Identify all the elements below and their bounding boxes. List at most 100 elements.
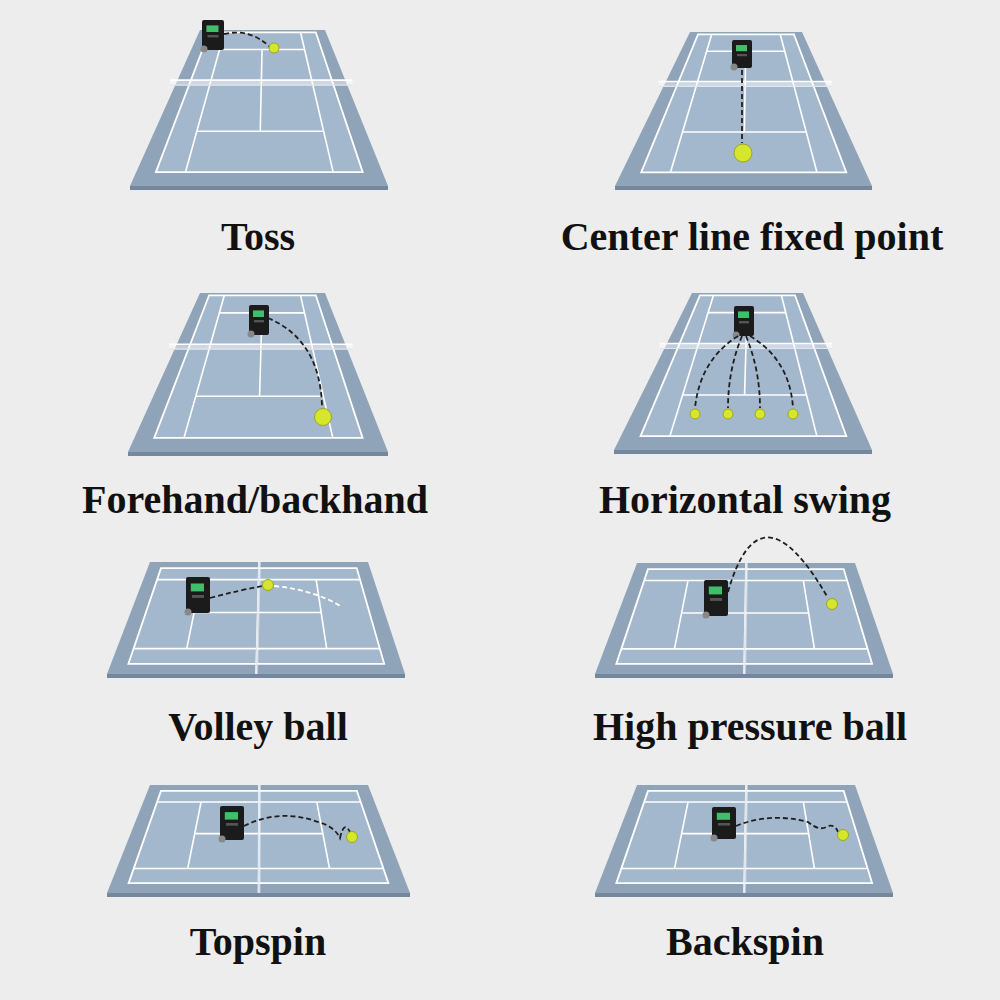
court-line [803,802,814,869]
machine-screen [738,311,749,318]
net-tape [258,785,260,893]
machine-panel [192,595,204,598]
machine-wheel [731,64,738,71]
machine-screen [191,583,204,591]
net-base [170,85,352,86]
court-edge [615,186,872,190]
mode-caption: Center line fixed point [561,217,944,257]
ball-trajectory [210,586,263,598]
ball-machine [711,807,737,842]
tennis-ball [347,832,358,843]
ball-trajectory [750,336,793,408]
net-tape [170,79,352,81]
net [744,785,748,893]
court-line [184,295,224,438]
court-line [670,34,711,172]
machine-panel [226,823,238,826]
court-line [670,295,714,436]
machine-body [186,577,210,613]
court-edge [128,452,388,456]
mode-caption: Backspin [666,922,824,962]
tennis-court [595,785,893,897]
ball-trajectory-continued [274,586,342,607]
ball-trajectory [268,318,322,406]
ball-machine [703,580,729,619]
court-ground [107,562,405,674]
ball-trajectory [244,816,350,838]
net-base [744,785,746,893]
court-line [188,802,201,869]
court-ground [614,293,872,450]
net-tape [744,785,746,893]
court-line [780,34,817,172]
court-edge [595,674,893,678]
machine-body [202,20,224,50]
machine-body [249,305,269,335]
court-edge [107,893,410,897]
tennis-court [130,30,388,190]
ball-machine [201,20,225,53]
mode-caption: Forehand/backhand [82,480,428,520]
tennis-court [614,293,872,454]
machine-panel [208,35,219,37]
machine-body [220,806,244,840]
court-surface [641,34,846,172]
tennis-ball [315,409,332,426]
net-base [169,349,352,350]
court-line [317,802,330,869]
court-line [781,295,817,436]
mode-caption: Toss [221,217,295,257]
court-line [301,295,333,438]
net-tape [256,562,259,674]
ball-machine [219,806,245,843]
ball-trajectory [695,336,738,408]
net-base [256,562,259,674]
machine-screen [709,586,722,594]
tennis-court [128,293,388,456]
ball-trajectory [728,537,828,598]
machine-body [734,306,754,336]
court-edge [614,450,872,454]
machine-panel [254,320,264,322]
court-edge [130,186,388,190]
ball-trajectory [728,336,742,408]
court-surface [641,295,847,436]
machine-screen [225,812,238,819]
tennis-ball [755,409,765,419]
court-line [674,580,688,648]
machine-screen [717,813,730,820]
ball-trajectory [746,336,760,408]
court-surface [156,32,363,172]
net-base [744,563,746,674]
tennis-ball [269,43,279,53]
court-ground [107,785,410,893]
net [744,563,748,674]
ball-trajectory [224,33,270,47]
net-base [660,348,833,349]
net [170,80,352,85]
machine-panel [710,598,722,601]
tennis-ball [827,599,838,610]
tennis-ball [838,830,849,841]
machine-wheel [703,612,710,619]
net [169,344,352,349]
net [659,81,832,86]
net-tape [744,563,746,674]
machine-wheel [711,835,718,842]
court-ground [615,32,872,186]
machine-wheel [201,46,208,53]
net-tape [169,343,352,345]
net-base [258,785,260,893]
court-line [260,50,262,132]
mode-caption: Volley ball [168,707,348,747]
court-line [301,32,334,172]
tennis-ball [788,409,798,419]
tennis-ball [263,580,274,591]
court-line [674,802,688,869]
ball-machine [731,40,753,71]
machine-panel [718,823,730,826]
ball-machine [733,306,755,339]
tennis-ball [723,409,733,419]
machine-screen [206,25,218,32]
ball-trajectory [741,70,743,143]
